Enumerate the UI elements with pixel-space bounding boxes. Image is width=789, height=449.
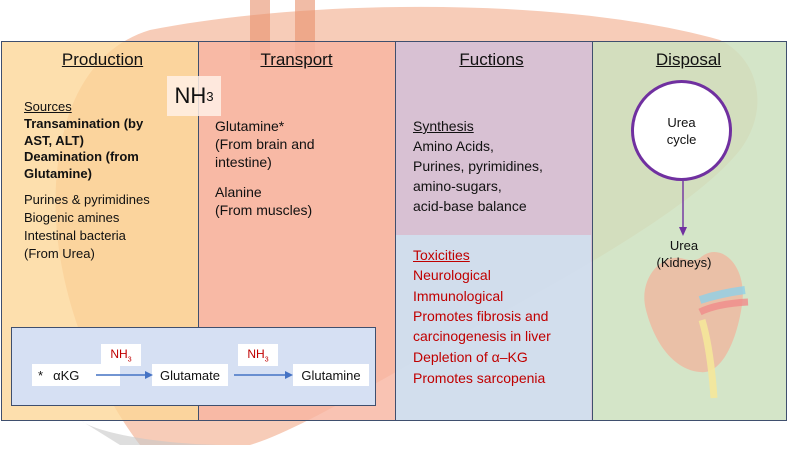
source-transamination: Transamination (by AST, ALT): [24, 116, 144, 148]
glutamine-reaction-box: * αKG NH3 Glutamate NH3 Glutamine: [11, 327, 376, 406]
arrow-head-1: [145, 371, 153, 379]
synthesis-amino-acids: Amino Acids,: [413, 138, 494, 154]
toxicity-sarcopenia: Promotes sarcopenia: [413, 370, 546, 386]
nh3-reagent-box-1: NH3: [101, 344, 141, 366]
alpha-kg-box: * αKG: [32, 364, 120, 386]
toxicity-akg-depletion: Depletion of α–KG: [413, 349, 528, 365]
toxicities-heading: Toxicities: [413, 247, 470, 263]
functions-heading: Fuctions: [459, 50, 524, 69]
glutamate-box: Glutamate: [152, 364, 228, 386]
reaction-arrows: [96, 371, 293, 379]
alpha-kg-label: αKG: [53, 367, 80, 383]
urea-kidneys-label: Urea (Kidneys): [656, 238, 712, 270]
disposal-heading: Disposal: [655, 50, 722, 69]
transport-glutamine: Glutamine*: [215, 118, 285, 134]
toxicity-fibrosis: Promotes fibrosis and: [413, 308, 549, 324]
source-biogenic-amines: Biogenic amines: [24, 210, 120, 225]
transport-alanine-origin: (From muscles): [215, 202, 313, 218]
urea-cycle-circle: Urea cycle: [631, 80, 732, 181]
source-intestinal-bacteria: Intestinal bacteria: [24, 228, 126, 243]
synthesis-acid-base: acid-base balance: [413, 198, 527, 214]
toxicity-neurological: Neurological: [413, 267, 491, 283]
source-deamination: Deamination (from Glutamine): [24, 149, 139, 181]
transport-alanine: Alanine: [215, 184, 262, 200]
arrow-head-2: [285, 371, 293, 379]
production-heading: Production: [61, 50, 144, 69]
transport-heading: Transport: [260, 50, 333, 69]
toxicities-panel: [396, 235, 591, 420]
toxicity-immunological: Immunological: [413, 288, 504, 304]
glutamine-box: Glutamine: [293, 364, 369, 386]
toxicity-carcinogenesis: carcinogenesis in liver: [413, 328, 551, 344]
nh3-reagent-box-2: NH3: [238, 344, 278, 366]
source-purines: Purines & pyrimidines: [24, 192, 150, 207]
disposal-arrow-head: [679, 227, 687, 236]
synthesis-heading: Synthesis: [413, 118, 474, 134]
synthesis-purines: Purines, pyrimidines,: [413, 158, 543, 174]
source-from-urea: (From Urea): [24, 246, 95, 261]
asterisk-marker: *: [38, 367, 44, 383]
synthesis-amino-sugars: amino-sugars,: [413, 178, 502, 194]
transport-glutamine-origin: (From brain and intestine): [215, 136, 315, 170]
sources-heading: Sources: [24, 99, 72, 114]
